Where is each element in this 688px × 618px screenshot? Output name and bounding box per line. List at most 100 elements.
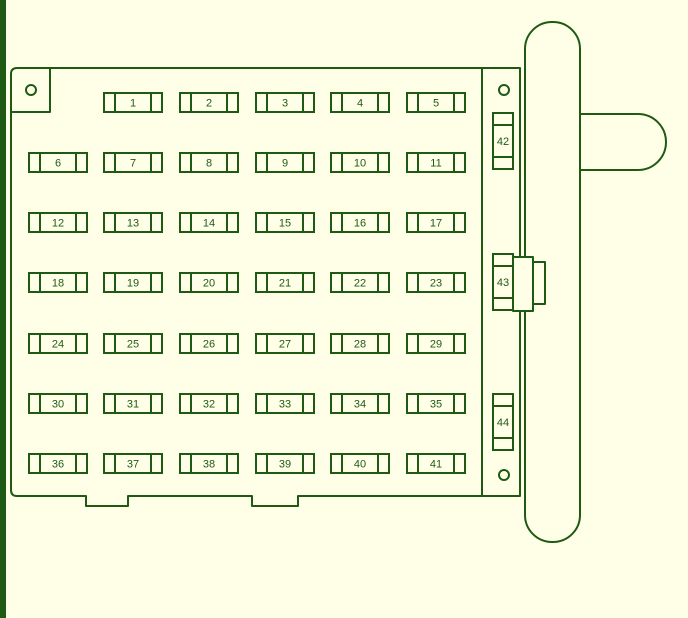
fuse-label: 43: [497, 277, 509, 289]
fuse-label: 3: [282, 98, 288, 110]
fuse-body: [103, 152, 163, 173]
fuse-body: [330, 272, 390, 293]
fuse-35: 35: [406, 393, 466, 414]
fuse-8: 8: [179, 152, 239, 173]
fuse-28: 28: [330, 333, 390, 354]
fuse-body: [255, 212, 315, 233]
fuse-body: [406, 212, 466, 233]
fuse-9: 9: [255, 152, 315, 173]
fuse-label: 37: [127, 459, 139, 471]
fuse-label: 26: [203, 339, 215, 351]
fuse-label: 23: [430, 278, 442, 290]
fuse-1: 1: [103, 92, 163, 113]
fuse-body: [179, 333, 239, 354]
corner-notch: [11, 68, 51, 113]
fuse-label: 39: [279, 459, 291, 471]
fuse-33: 33: [255, 393, 315, 414]
fuse-body: [179, 152, 239, 173]
fuse-label: 32: [203, 399, 215, 411]
fuse-16: 16: [330, 212, 390, 233]
fuse-body: [406, 333, 466, 354]
fuse-label: 1: [130, 98, 136, 110]
fuse-label: 15: [279, 218, 291, 230]
fuse-label: 31: [127, 399, 139, 411]
fuse-body: [179, 393, 239, 414]
fuse-body: [28, 272, 88, 293]
fuse-7: 7: [103, 152, 163, 173]
fuse-21: 21: [255, 272, 315, 293]
fuse-label: 7: [130, 158, 136, 170]
fuse-body: [330, 92, 390, 113]
fuse-body: [179, 92, 239, 113]
fuse-body: [492, 253, 514, 311]
fuse-label: 13: [127, 218, 139, 230]
fuse-label: 19: [127, 278, 139, 290]
fuse-label: 17: [430, 218, 442, 230]
fuse-label: 16: [354, 218, 366, 230]
fuse-44: 44: [492, 393, 514, 451]
fuse-label: 8: [206, 158, 212, 170]
fuse-body: [179, 212, 239, 233]
left-edge-strip: [0, 0, 6, 618]
fuse-body: [255, 333, 315, 354]
fuse-24: 24: [28, 333, 88, 354]
fuse-body: [179, 272, 239, 293]
fuse-label: 30: [52, 399, 64, 411]
fuse-body: [28, 393, 88, 414]
fuse-11: 11: [406, 152, 466, 173]
fuse-36: 36: [28, 453, 88, 474]
fuse-32: 32: [179, 393, 239, 414]
fuse-37: 37: [103, 453, 163, 474]
fuse-body: [255, 393, 315, 414]
fuse-label: 12: [52, 218, 64, 230]
fuse-body: [330, 393, 390, 414]
fuse-41: 41: [406, 453, 466, 474]
fuse-6: 6: [28, 152, 88, 173]
fuse-3: 3: [255, 92, 315, 113]
fuse-label: 9: [282, 158, 288, 170]
fuse-body: [330, 212, 390, 233]
fuse-2: 2: [179, 92, 239, 113]
screw-hole-top-right: [498, 84, 510, 96]
fuse-18: 18: [28, 272, 88, 293]
fuse-body: [492, 112, 514, 170]
fuse-27: 27: [255, 333, 315, 354]
fuse-label: 35: [430, 399, 442, 411]
fuse-body: [179, 453, 239, 474]
fuse-label: 44: [497, 417, 509, 429]
fuse-25: 25: [103, 333, 163, 354]
fuse-body: [28, 453, 88, 474]
fuse-body: [103, 212, 163, 233]
fuse-label: 28: [354, 339, 366, 351]
fuse-body: [330, 333, 390, 354]
fuse-label: 11: [430, 158, 441, 170]
relay-clip: [512, 256, 534, 312]
fuse-label: 41: [430, 459, 442, 471]
screw-hole-top-left: [25, 84, 37, 96]
fuse-label: 42: [497, 136, 509, 148]
fuse-label: 25: [127, 339, 139, 351]
fuse-body: [255, 272, 315, 293]
fuse-body: [103, 272, 163, 293]
fuse-body: [28, 333, 88, 354]
fuse-label: 5: [433, 98, 439, 110]
fuse-body: [330, 152, 390, 173]
connector-stub: [580, 113, 667, 171]
fuse-5: 5: [406, 92, 466, 113]
fuse-label: 36: [52, 459, 64, 471]
fuse-label: 29: [430, 339, 442, 351]
fuse-label: 20: [203, 278, 215, 290]
fuse-body: [255, 152, 315, 173]
fuse-label: 40: [354, 459, 366, 471]
fuse-body: [103, 453, 163, 474]
fuse-body: [406, 453, 466, 474]
fuse-23: 23: [406, 272, 466, 293]
fuse-body: [330, 453, 390, 474]
fuse-15: 15: [255, 212, 315, 233]
fuse-label: 38: [203, 459, 215, 471]
fuse-label: 34: [354, 399, 366, 411]
fuse-42: 42: [492, 112, 514, 170]
fuse-body: [103, 333, 163, 354]
